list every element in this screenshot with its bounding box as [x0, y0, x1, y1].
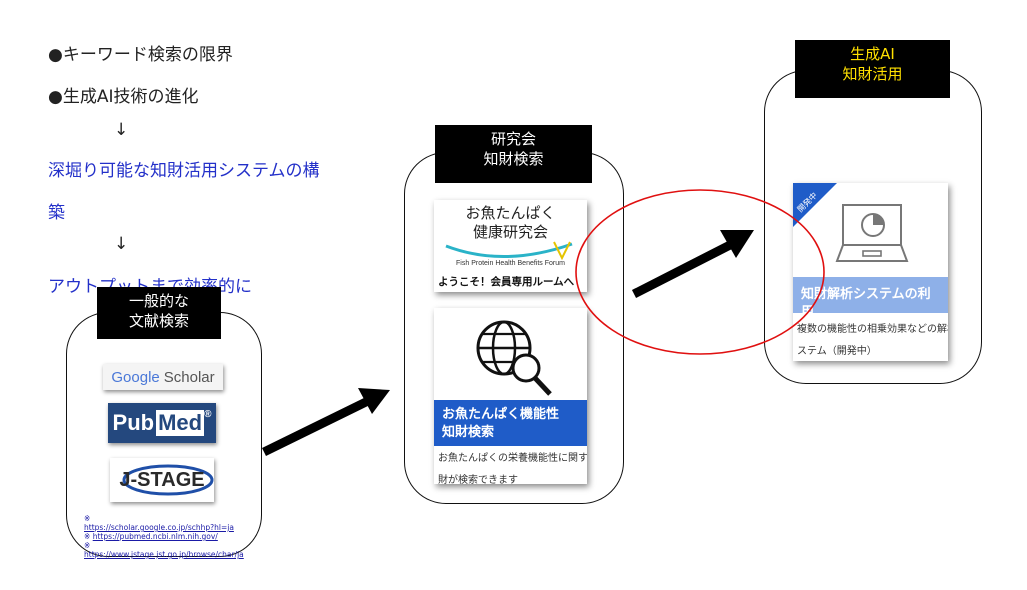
label-general-search: 一般的な 文献検索	[97, 287, 221, 339]
intro-line-system-build-cont: 築	[48, 203, 65, 223]
globe-search-icon	[476, 320, 552, 396]
label-genai-ip-line1: 生成AI	[850, 45, 895, 63]
ref-google-scholar[interactable]: ※ https://scholar.google.co.jp/schhp?hl=…	[84, 514, 234, 532]
jstage-logo-text: J-STAGE	[119, 468, 205, 491]
forum-wave-icon	[445, 241, 573, 261]
intro-line-system-build: 深堀り可能な知財活用システムの構	[48, 161, 320, 181]
down-arrow-2: ↓	[114, 234, 129, 254]
ip-analysis-card-desc-line2: ステム（開発中）	[797, 346, 877, 357]
label-general-search-line1: 一般的な	[128, 292, 189, 310]
forum-card-title-b: 健康研究会	[472, 223, 548, 241]
forum-card-title-a: お魚たんぱく	[465, 204, 556, 222]
pubmed-logo-registered: ®	[204, 409, 212, 420]
ip-search-card[interactable]: お魚たんぱく機能性 知財検索 お魚たんぱくの栄養機能性に関する知 財が検索できま…	[434, 308, 587, 484]
right-up-arrow-2	[631, 230, 754, 299]
ip-search-card-band: お魚たんぱく機能性 知財検索	[434, 400, 587, 446]
ip-search-card-band-line1: お魚たんぱく機能性	[442, 407, 560, 422]
label-genai-ip: 生成AI 知財活用	[795, 40, 950, 98]
ip-analysis-card[interactable]: 開発中 知財解析システムの利用 複数の機能性の相乗効果などの解析シ ステム（開発…	[793, 183, 948, 361]
forum-card[interactable]: お魚たんぱく 健康研究会 Fish Protein Health Benefit…	[434, 200, 587, 292]
label-genai-ip-line2: 知財活用	[842, 65, 903, 83]
pubmed-logo-pub: Pub	[112, 410, 155, 435]
pubmed-logo[interactable]: Pub Med ®	[108, 403, 216, 443]
ref-mark: ※	[84, 514, 91, 523]
forum-card-title: お魚たんぱく 健康研究会	[434, 204, 587, 242]
laptop-chart-icon	[835, 204, 909, 262]
down-arrow-1: ↓	[114, 120, 129, 140]
google-scholar-logo[interactable]: Google Scholar	[103, 364, 223, 390]
label-general-search-line2: 文献検索	[128, 312, 189, 330]
ref-mark: ※	[84, 532, 91, 541]
jstage-logo[interactable]: J-STAGE	[110, 458, 214, 502]
intro-line-keyword-limit: ●キーワード検索の限界	[48, 45, 233, 65]
ip-search-card-desc: お魚たんぱくの栄養機能性に関する知 財が検索できます	[434, 448, 587, 484]
jstage-swoosh-icon	[122, 464, 214, 496]
label-research-ip-search-line2: 知財検索	[483, 150, 544, 168]
label-research-ip-search: 研究会 知財検索	[435, 125, 592, 183]
highlight-ellipse	[575, 189, 825, 355]
google-scholar-logo-google: Google	[111, 368, 160, 386]
ref-pubmed[interactable]: ※ https://pubmed.ncbi.nlm.nih.gov/	[84, 532, 234, 541]
reference-links: ※ https://scholar.google.co.jp/schhp?hl=…	[84, 514, 244, 559]
ref-mark: ※	[84, 541, 91, 550]
ip-search-card-desc-line1: お魚たんぱくの栄養機能性に関する知	[438, 453, 587, 464]
ref-url-pubmed[interactable]: https://pubmed.ncbi.nlm.nih.gov/	[92, 532, 218, 541]
ip-search-card-band-line2: 知財検索	[442, 425, 495, 440]
ref-jstage[interactable]: ※ https://www.jstage.jst.go.jp/browse/ch…	[84, 541, 244, 559]
google-scholar-logo-scholar: Scholar	[163, 368, 215, 386]
ip-analysis-card-desc: 複数の機能性の相乗効果などの解析シ ステム（開発中）	[793, 319, 948, 361]
label-research-ip-search-line1: 研究会	[490, 130, 536, 148]
intro-line-ai-progress: ●生成AI技術の進化	[48, 87, 199, 107]
ip-analysis-card-desc-line1: 複数の機能性の相乗効果などの解析シ	[797, 324, 948, 335]
ref-url-jstage[interactable]: https://www.jstage.jst.go.jp/browse/char…	[84, 550, 244, 559]
forum-card-welcome: ようこそ！会員専用ルームへ	[438, 276, 575, 288]
pubmed-logo-med: Med	[156, 410, 205, 436]
right-up-arrow-1	[262, 388, 390, 457]
forum-card-english: Fish Protein Health Benefits Forum	[456, 260, 565, 267]
ref-url-google-scholar[interactable]: https://scholar.google.co.jp/schhp?hl=ja	[84, 523, 234, 532]
dev-ribbon	[793, 183, 837, 227]
ip-search-card-desc-line2: 財が検索できます	[438, 475, 518, 484]
